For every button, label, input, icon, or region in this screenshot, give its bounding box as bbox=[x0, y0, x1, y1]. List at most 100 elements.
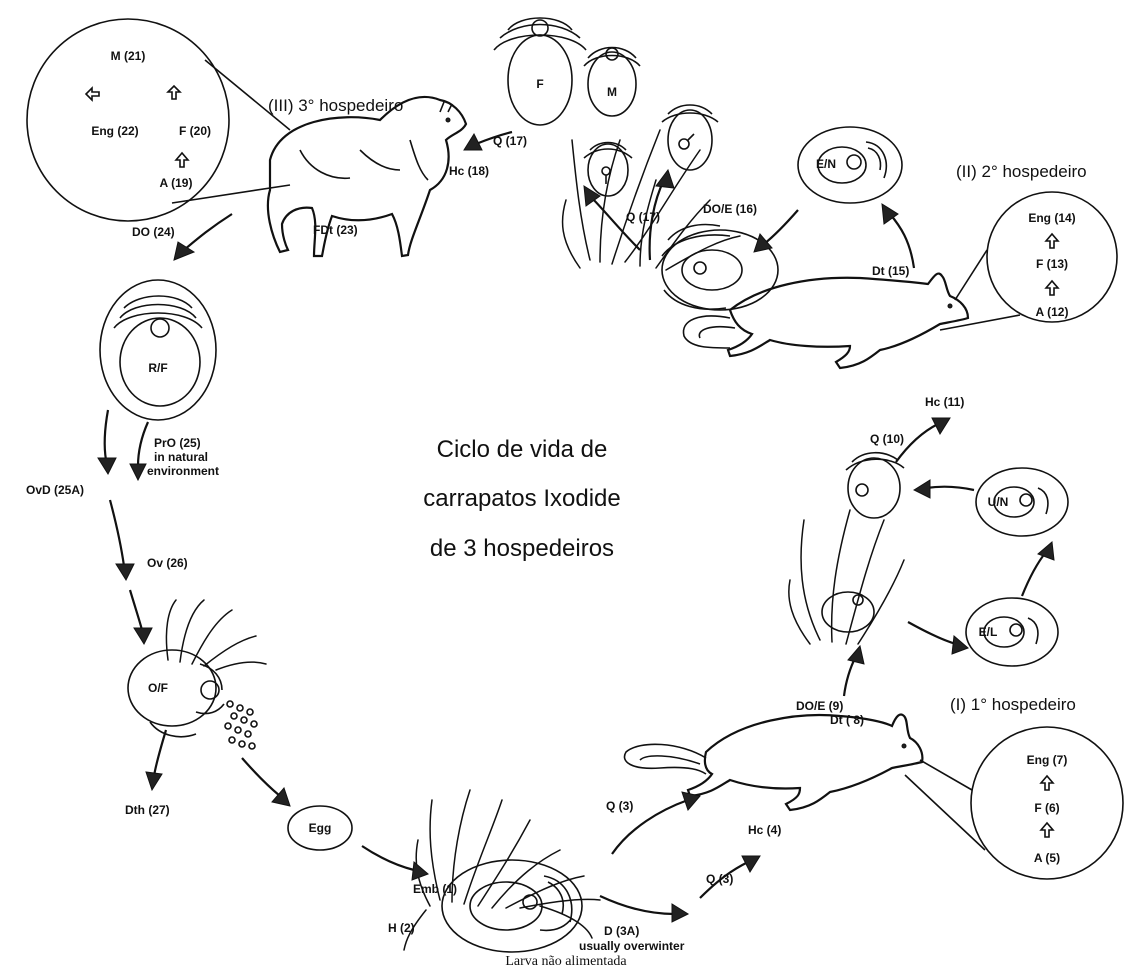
arrowhead-icon bbox=[952, 636, 968, 654]
arrowhead-icon bbox=[116, 564, 134, 580]
flow-arrow bbox=[600, 896, 674, 914]
replete-female-tick: R/F bbox=[100, 280, 216, 420]
flow-arrow bbox=[154, 730, 166, 776]
unfed-larva-caption: Larva não alimentada bbox=[505, 954, 627, 969]
first-host-attach-label: A (5) bbox=[1034, 851, 1060, 865]
second-host-feeding-label: F (13) bbox=[1036, 257, 1068, 271]
flow-arrow bbox=[105, 410, 108, 460]
female-tick-label: F bbox=[536, 77, 543, 91]
title-line-3: de 3 hospedeiros bbox=[430, 535, 614, 562]
arrowhead-icon bbox=[412, 862, 428, 880]
label-drop-off-24: DO (24) bbox=[132, 225, 175, 239]
adult-female-tick: F bbox=[494, 18, 586, 125]
rat-first-host-illustration bbox=[624, 714, 922, 810]
second-host-engorged-label: Eng (14) bbox=[1028, 211, 1075, 225]
egg-label: Egg bbox=[309, 821, 332, 835]
label-diapause: D (3A) bbox=[604, 924, 639, 938]
small-arrow-icon bbox=[176, 153, 188, 167]
small-arrow-icon bbox=[1041, 776, 1053, 790]
small-arrow-icon bbox=[168, 86, 180, 99]
first-host-inset: Eng (7) F (6) A (5) bbox=[905, 727, 1123, 879]
replete-female-label: R/F bbox=[148, 361, 167, 375]
ovipositing-female-label: O/F bbox=[148, 681, 168, 695]
small-arrow-icon bbox=[86, 88, 99, 100]
arrowhead-icon bbox=[146, 772, 162, 790]
label-host-contact-4: Hc (4) bbox=[748, 823, 781, 837]
label-host-contact-11: Hc (11) bbox=[925, 395, 964, 409]
arrowhead-icon bbox=[98, 458, 116, 474]
first-host-heading: (I) 1° hospedeiro bbox=[950, 695, 1076, 714]
unfed-nymph-ring: U/N bbox=[976, 468, 1068, 536]
arrowhead-icon bbox=[656, 170, 674, 188]
third-host-attach-label: A (19) bbox=[160, 176, 193, 190]
egg-cluster-icon bbox=[225, 701, 257, 749]
label-emb: Emb (1) bbox=[413, 882, 457, 896]
engorged-nymph-label: E/N bbox=[816, 157, 836, 171]
label-quest-17-grass: Q (17) bbox=[626, 210, 660, 224]
male-tick-label: M bbox=[607, 85, 617, 99]
first-host-engorged-label: Eng (7) bbox=[1027, 753, 1068, 767]
label-oviposition-26: Ov (26) bbox=[147, 556, 188, 570]
label-preoviposition-25: PrO (25) bbox=[154, 436, 201, 450]
ovipositing-female-tick: O/F bbox=[128, 600, 266, 749]
label-oviposition-duration-25a: OvD (25A) bbox=[26, 483, 84, 497]
egg-stage: Egg bbox=[288, 806, 352, 850]
second-host-attach-label: A (12) bbox=[1036, 305, 1069, 319]
flow-arrow bbox=[908, 622, 956, 644]
flow-arrow bbox=[764, 210, 798, 244]
label-host-contact-18: Hc (18) bbox=[449, 164, 489, 178]
small-arrow-icon bbox=[1046, 281, 1058, 295]
third-host-engorged-label: Eng (22) bbox=[91, 124, 138, 138]
third-host-male-label: M (21) bbox=[111, 49, 146, 63]
label-detach-15: Dt (15) bbox=[872, 264, 909, 278]
flow-arrow bbox=[242, 758, 280, 796]
label-drop-off-9: DO/E (9) bbox=[796, 699, 843, 713]
label-preoviposition-25-line2: in natural bbox=[154, 450, 208, 464]
flow-arrow bbox=[110, 500, 124, 566]
label-drop-off-16: DO/E (16) bbox=[703, 202, 757, 216]
dog-illustration bbox=[268, 97, 466, 256]
engorged-nymph-ring: E/N bbox=[798, 127, 902, 203]
adult-male-tick: M bbox=[584, 48, 640, 117]
engorged-larva-ring: E/L bbox=[966, 598, 1058, 666]
label-quest-3-upper: Q (3) bbox=[606, 799, 633, 813]
label-quest-3-lower: Q (3) bbox=[706, 872, 733, 886]
arrowhead-icon bbox=[134, 628, 152, 644]
first-host-feeding-label: F (6) bbox=[1034, 801, 1059, 815]
flow-arrow bbox=[184, 214, 232, 250]
flow-arrow bbox=[130, 590, 142, 630]
unfed-larva-grass bbox=[404, 790, 600, 952]
third-host-heading: (III) 3° hospedeiro bbox=[268, 96, 403, 115]
questing-nymph-grass bbox=[789, 453, 904, 644]
flow-arrow bbox=[362, 846, 414, 870]
diagram-title: Ciclo de vida de carrapatos Ixodide de 3… bbox=[423, 436, 620, 562]
flow-arrow bbox=[926, 487, 974, 490]
label-hatch: H (2) bbox=[388, 921, 415, 935]
title-line-1: Ciclo de vida de bbox=[437, 436, 608, 463]
label-overwinter: usually overwinter bbox=[579, 939, 685, 953]
third-host-female-label: F (20) bbox=[179, 124, 211, 138]
arrowhead-icon bbox=[672, 904, 688, 922]
arrowhead-icon bbox=[848, 646, 864, 664]
title-line-2: carrapatos Ixodide bbox=[423, 485, 620, 512]
cycle-arrows bbox=[98, 132, 1054, 922]
label-quest-10: Q (10) bbox=[870, 432, 904, 446]
flow-arrow bbox=[890, 214, 914, 268]
small-arrow-icon bbox=[1046, 234, 1058, 248]
second-host-heading: (II) 2° hospedeiro bbox=[956, 162, 1087, 181]
unfed-nymph-label: U/N bbox=[988, 495, 1009, 509]
label-quest-17-dog: Q (17) bbox=[493, 134, 527, 148]
flow-arrow bbox=[138, 422, 148, 466]
arrowhead-icon bbox=[914, 480, 930, 498]
label-death-27: Dth (27) bbox=[125, 803, 170, 817]
label-preoviposition-25-line3: environment bbox=[147, 464, 219, 478]
third-host-inset: M (21) Eng (22) F (20) A (19) bbox=[27, 19, 290, 221]
small-arrow-icon bbox=[1041, 823, 1053, 837]
arrowhead-icon bbox=[130, 464, 146, 480]
engorged-larva-label: E/L bbox=[979, 625, 998, 639]
arrowhead-icon bbox=[1038, 542, 1054, 560]
label-female-detach-23: FDt (23) bbox=[313, 223, 358, 237]
label-detach-8: Dt ( 8) bbox=[830, 713, 864, 727]
